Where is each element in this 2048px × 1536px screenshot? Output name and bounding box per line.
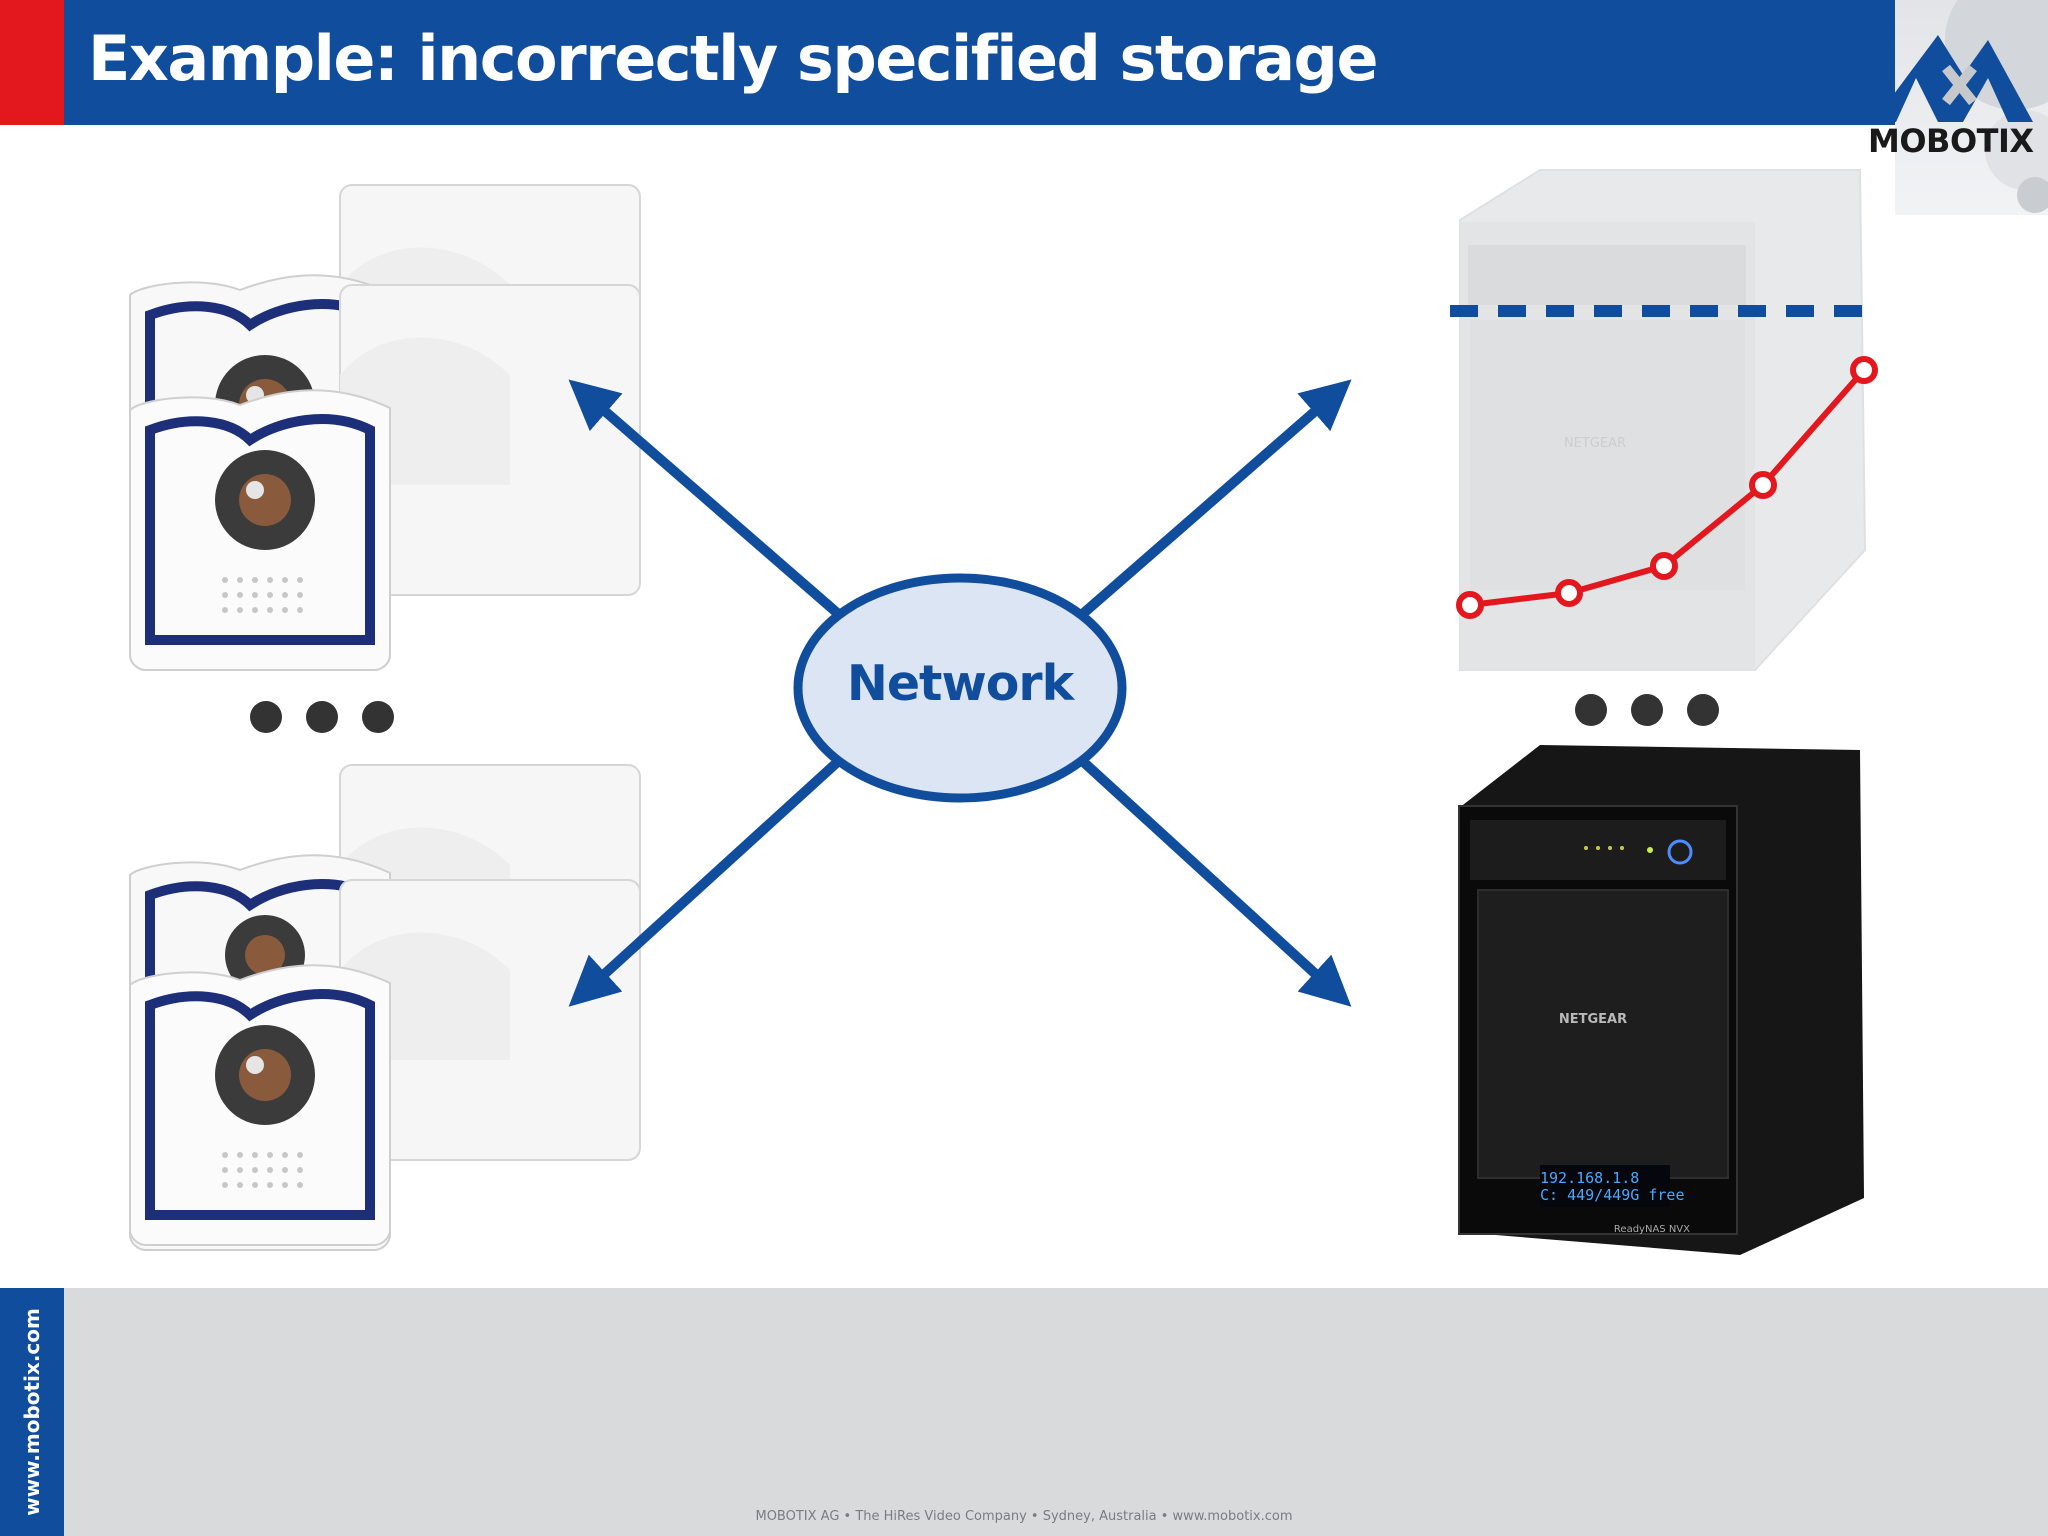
mobotix-logo-mark <box>1873 35 2033 122</box>
network-diagram: NETGEAR NETGEAR 192.168.1.8 C: 449/449G … <box>129 169 1878 1255</box>
trend-point <box>1650 552 1678 580</box>
ellipsis-left <box>250 701 394 733</box>
nas-faded: NETGEAR <box>1459 169 1867 671</box>
trend-point <box>1555 579 1583 607</box>
side-url: www.mobotix.com <box>20 1308 44 1516</box>
nas-model-label: ReadyNAS NVX <box>1614 1224 1690 1235</box>
nas-active: NETGEAR 192.168.1.8 C: 449/449G free Rea… <box>1458 745 1864 1255</box>
camera-unit <box>129 879 641 1246</box>
camera-group-top <box>129 184 641 671</box>
svg-text:NETGEAR: NETGEAR <box>1564 436 1626 451</box>
camera-group-bottom <box>129 764 641 1251</box>
camera-unit <box>129 284 641 671</box>
header-bar <box>0 0 1895 125</box>
slide-title: Example: incorrectly specified storage <box>88 22 1379 95</box>
ellipsis-right <box>1575 694 1719 726</box>
network-hub <box>568 379 1352 1007</box>
nas-display-line2: C: 449/449G free <box>1540 1186 1685 1204</box>
footer-panel <box>64 1288 2048 1536</box>
nas-display-line1: 192.168.1.8 <box>1540 1169 1639 1187</box>
network-label: Network <box>846 655 1074 712</box>
trend-point <box>1456 591 1484 619</box>
mobotix-logo: MOBOTIX <box>1868 30 2034 170</box>
storage-growth-points <box>1456 356 1878 619</box>
trend-point <box>1749 471 1777 499</box>
side-strip <box>0 1288 64 1536</box>
footer-credit: MOBOTIX AG • The HiRes Video Company • S… <box>755 1509 1293 1524</box>
header-accent <box>0 0 64 125</box>
trend-point <box>1850 356 1878 384</box>
nas-brand-label: NETGEAR <box>1559 1012 1627 1027</box>
logo-text: MOBOTIX <box>1868 122 2034 160</box>
